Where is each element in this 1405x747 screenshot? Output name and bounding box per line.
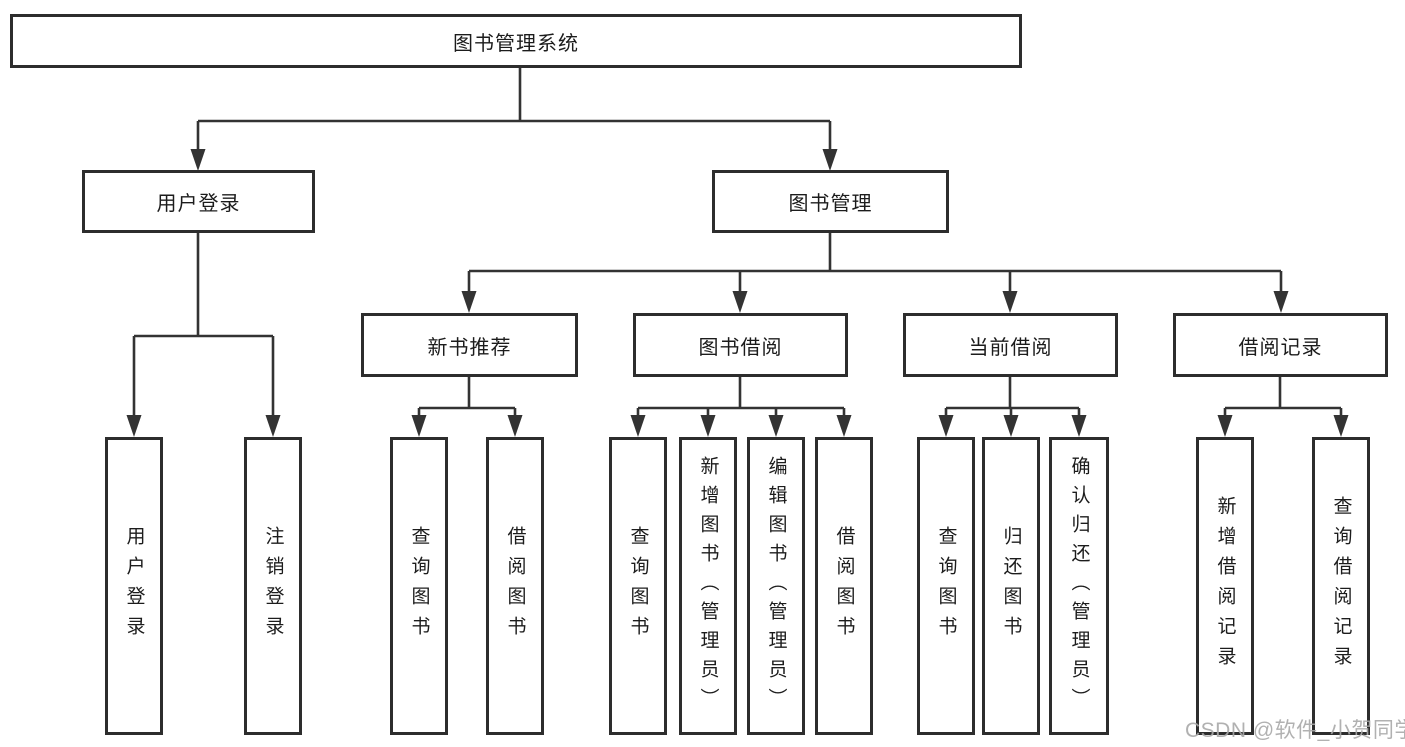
node-current-borrowing: 当前借阅 <box>903 313 1118 377</box>
node-label: 用户登录 <box>156 193 241 215</box>
leaf-query-books-3: 查询图书 <box>917 437 975 735</box>
node-label: 图书管理系统 <box>453 32 579 55</box>
leaf-borrow-books-1: 借阅图书 <box>486 437 544 735</box>
node-borrowing-records: 借阅记录 <box>1173 313 1388 377</box>
node-label: 图书借阅 <box>698 336 783 359</box>
leaf-borrow-books-2: 借阅图书 <box>815 437 873 735</box>
node-label: 新书推荐 <box>427 336 512 359</box>
node-label: 查询图书 <box>627 526 649 646</box>
node-label: 查询借阅记录 <box>1330 496 1352 676</box>
leaf-user-login: 用户登录 <box>105 437 163 735</box>
node-label: 借阅记录 <box>1238 336 1323 359</box>
leaf-query-borrow-record: 查询借阅记录 <box>1312 437 1370 735</box>
node-label: 借阅图书 <box>504 526 526 646</box>
leaf-query-books-2: 查询图书 <box>609 437 667 735</box>
node-user-login: 用户登录 <box>82 170 315 233</box>
leaf-confirm-return-admin: 确认归还（管理员） <box>1049 437 1109 735</box>
leaf-add-borrow-record: 新增借阅记录 <box>1196 437 1254 735</box>
node-label: 图书管理 <box>788 193 873 215</box>
leaf-query-books-1: 查询图书 <box>390 437 448 735</box>
node-new-book-recommend: 新书推荐 <box>361 313 578 377</box>
node-book-management: 图书管理 <box>712 170 949 233</box>
node-label: 用户登录 <box>123 526 145 646</box>
node-label: 新增图书（管理员） <box>697 455 719 717</box>
node-label: 查询图书 <box>408 526 430 646</box>
leaf-logout: 注销登录 <box>244 437 302 735</box>
leaf-edit-books-admin: 编辑图书（管理员） <box>747 437 805 735</box>
node-system-root: 图书管理系统 <box>10 14 1022 68</box>
node-label: 查询图书 <box>935 526 957 646</box>
leaf-add-books-admin: 新增图书（管理员） <box>679 437 737 735</box>
node-label: 新增借阅记录 <box>1214 496 1236 676</box>
node-label: 当前借阅 <box>968 336 1053 359</box>
node-book-borrowing: 图书借阅 <box>633 313 848 377</box>
node-label: 确认归还（管理员） <box>1068 455 1090 717</box>
node-label: 借阅图书 <box>833 526 855 646</box>
node-label: 编辑图书（管理员） <box>765 455 787 717</box>
node-label: 注销登录 <box>262 526 284 646</box>
leaf-return-books: 归还图书 <box>982 437 1040 735</box>
node-label: 归还图书 <box>1000 526 1022 646</box>
